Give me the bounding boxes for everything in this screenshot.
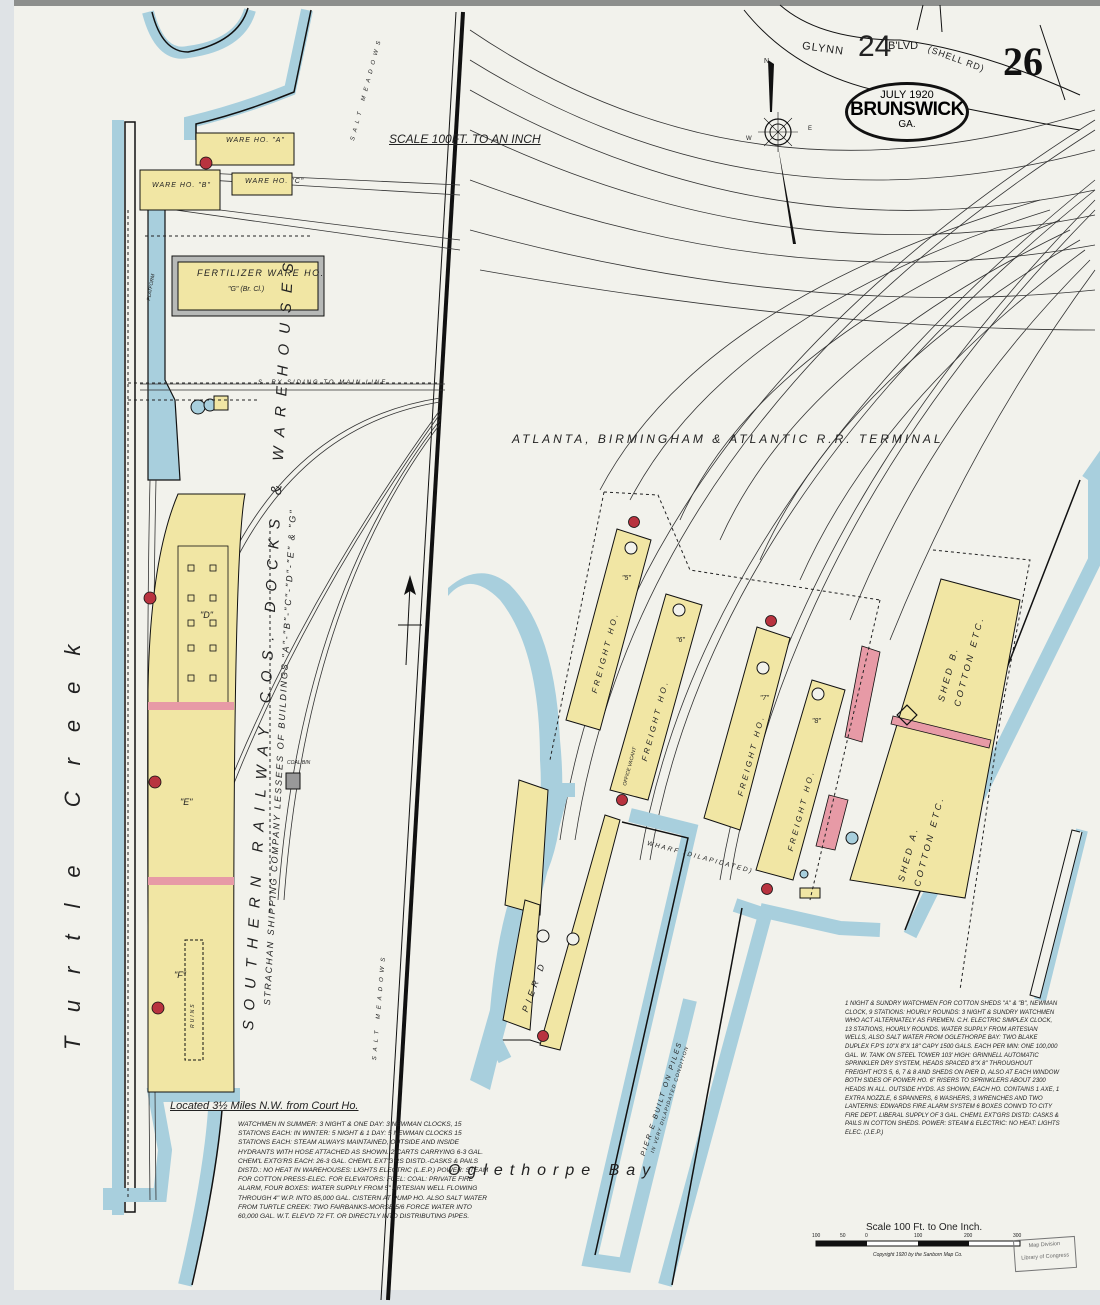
freight-house-8-num: "8" [812, 718, 821, 725]
fire-protection-notes-left: Watchmen in summer: 3 night & one day: 3… [238, 1121, 489, 1221]
building-a-label: Ware Ho. "A" [226, 137, 285, 144]
terminal-label: Atlanta, Birmingham & Atlantic R.R. Term… [512, 432, 944, 446]
scale-tick-50: 50 [840, 1233, 846, 1239]
scale-header: Scale 100ft. to an inch [389, 132, 541, 146]
building-d-label: "D" [200, 610, 213, 620]
dock-warehouses [143, 493, 246, 1093]
building-f-ruins: Ruins [190, 1002, 196, 1028]
warehouses-top [139, 132, 325, 317]
copyright: Copyright 1920 by the Sanborn Map Co. [873, 1252, 963, 1258]
compass-n: N [764, 58, 770, 65]
title-city: Brunswick [850, 99, 964, 120]
title-date: July 1920 [880, 89, 934, 101]
compass-w: W [746, 136, 752, 142]
scale-tick-100-left: 100 [812, 1233, 821, 1239]
freight-houses [502, 528, 1021, 1051]
fertilizer-warehouse-sub: "G" (Br. Cl.) [228, 286, 265, 293]
building-e-label: "E" [180, 797, 193, 807]
compass-rose [758, 60, 798, 244]
freight-house-6-num: "6" [676, 637, 685, 644]
freight-house-7-num: "7" [760, 695, 769, 702]
oglethorpe-label: Oglethorpe Bay [448, 1162, 658, 1179]
scale-bar [815, 1240, 1021, 1247]
building-b-label: Ware Ho. "B" [152, 182, 211, 189]
scale-tick-0: 0 [865, 1233, 868, 1239]
title-state: Ga. [898, 119, 916, 130]
scale-tick-300: 300 [1013, 1233, 1022, 1239]
scale-tick-200: 200 [964, 1233, 973, 1239]
freight-house-5-num: "5" [622, 575, 631, 582]
fire-protection-notes-right: 1 night & sundry watchmen for cotton she… [845, 1001, 1060, 1136]
building-c-label: Ware Ho. "C" [245, 178, 305, 185]
scale-tick-100: 100 [914, 1233, 923, 1239]
library-stamp: Map Division Library of Congress [1012, 1235, 1078, 1273]
scale-bar-title: Scale 100 Ft. to One Inch. [866, 1222, 983, 1233]
sheet-number: 26 [1003, 39, 1043, 84]
building-f-label: "F" [174, 970, 186, 980]
coal-bin-label: Coal Bin [287, 760, 311, 766]
compass-e: E [808, 126, 813, 132]
fertilizer-warehouse-label: Fertilizer Ware Ho. [197, 268, 325, 278]
turtle-creek-label: Turtle Creek [60, 618, 85, 1050]
street-suffix: B'lvd [888, 40, 919, 52]
located-label: Located 3½ Miles N.W. from Court Ho. [170, 1100, 359, 1112]
creek-water [103, 7, 313, 1287]
siding-label: S. Ry Siding to Main Line [258, 380, 388, 386]
rail-tracks [469, 29, 1096, 881]
title-cartouche: July 1920 Brunswick Ga. [845, 82, 969, 142]
street-number: 24 [858, 30, 892, 63]
